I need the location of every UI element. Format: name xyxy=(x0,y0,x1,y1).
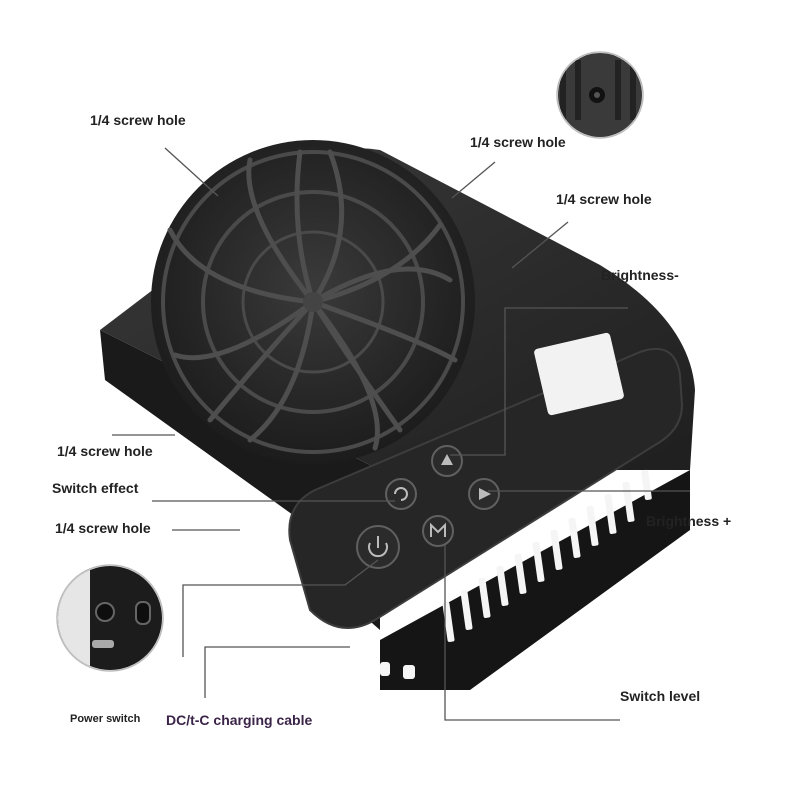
label-screw-hole-left-lower: 1/4 screw hole xyxy=(55,520,151,536)
side-vents xyxy=(380,469,652,679)
brightness-up-button xyxy=(468,478,500,510)
power-icon xyxy=(368,542,388,558)
label-screw-hole-top-right: 1/4 screw hole xyxy=(556,191,652,207)
label-brightness-minus: Brightness- xyxy=(601,267,679,283)
label-screw-hole-top-left: 1/4 screw hole xyxy=(90,112,186,128)
power-button xyxy=(356,525,400,569)
arrow-right-icon xyxy=(479,488,491,500)
label-brightness-plus: Brightness + xyxy=(646,513,732,529)
m-icon xyxy=(430,522,446,537)
screw-hole-inset xyxy=(556,51,644,139)
arrow-up-icon xyxy=(441,454,453,465)
label-switch-level: Switch level xyxy=(620,688,701,704)
cycle-icon xyxy=(394,487,408,501)
label-screw-hole-left-upper: 1/4 screw hole xyxy=(57,443,153,459)
fan xyxy=(151,140,475,464)
level-button xyxy=(422,515,454,547)
leader-lines xyxy=(112,147,690,721)
label-switch-effect: Switch effect xyxy=(52,480,139,496)
effect-button xyxy=(385,478,417,510)
brightness-down-button xyxy=(431,445,463,477)
label-power-switch: Power switch xyxy=(70,713,141,725)
ports-inset xyxy=(56,564,164,672)
label-screw-hole-top-mid: 1/4 screw hole xyxy=(470,134,566,150)
label-charging-cable: DC/t-C charging cable xyxy=(166,712,313,728)
display-screen xyxy=(534,332,624,416)
